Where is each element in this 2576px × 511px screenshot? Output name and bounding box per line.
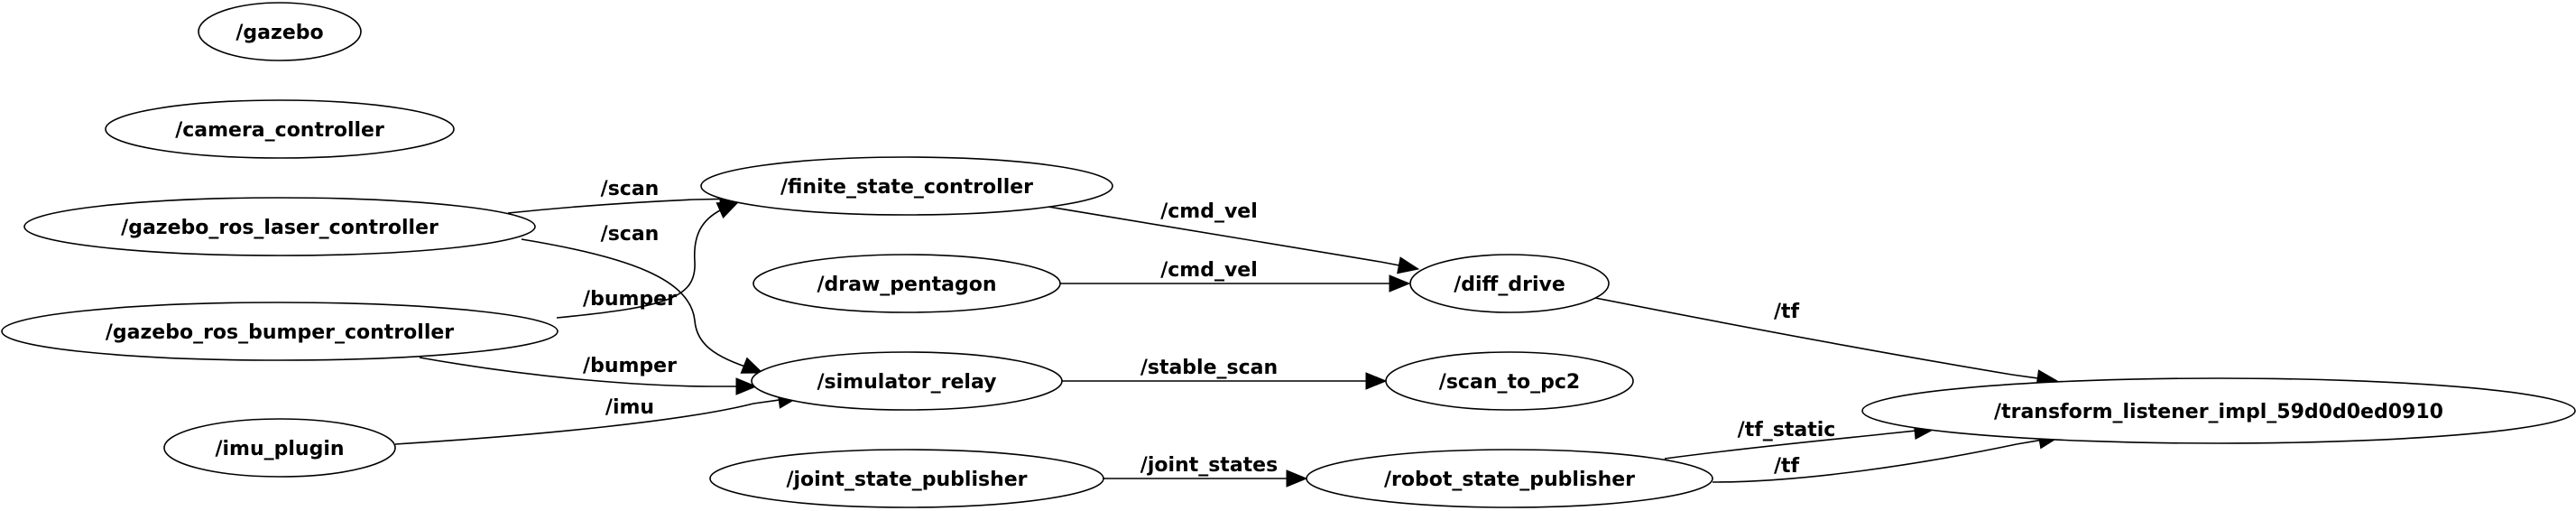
edge-diff-tl: /tf xyxy=(1594,297,2059,387)
edge-line-tail xyxy=(1380,261,1399,266)
edge-line xyxy=(507,199,696,214)
node-ellipse[interactable] xyxy=(1409,254,1610,313)
edge-label: /tf_static xyxy=(1738,419,1836,441)
edge-label: /cmd_vel xyxy=(1160,259,1258,282)
node-ellipse[interactable] xyxy=(23,197,536,256)
node-label: /draw_pentagon xyxy=(817,274,996,296)
node-label: /joint_state_publisher xyxy=(786,469,1027,491)
node-finite-state-controller[interactable]: /finite_state_controller xyxy=(700,156,1113,216)
node-label: /transform_listener_impl_59d0d0ed0910 xyxy=(1994,401,2443,423)
edge-line xyxy=(1712,443,2017,483)
edge-jsp-rsp: /joint_states xyxy=(1103,454,1308,488)
node-ellipse[interactable] xyxy=(752,254,1061,313)
edge-line xyxy=(1664,432,1891,460)
edge-label: /tf xyxy=(1774,301,1800,323)
edge-label: /cmd_vel xyxy=(1160,200,1258,223)
node-ellipse[interactable] xyxy=(1385,351,1634,411)
node-ellipse[interactable] xyxy=(709,449,1104,508)
node-scan-to-pc2[interactable]: /scan_to_pc2 xyxy=(1385,351,1634,411)
arrowhead-icon xyxy=(1397,256,1420,274)
edge-line xyxy=(1048,206,1381,263)
node-gazebo-ros-bumper-controller[interactable]: /gazebo_ros_bumper_controller xyxy=(1,302,559,361)
arrowhead-icon xyxy=(735,377,758,395)
arrowhead-icon xyxy=(716,201,740,219)
edges-layer: /scan/scan/bumper/bumper/imu/cmd_vel/cmd… xyxy=(394,178,2061,488)
node-ellipse[interactable] xyxy=(198,2,362,61)
node-ellipse[interactable] xyxy=(105,99,455,159)
edge-label: /stable_scan xyxy=(1140,357,1278,379)
node-robot-state-publisher[interactable]: /robot_state_publisher xyxy=(1306,449,1713,508)
arrowhead-icon xyxy=(1286,469,1308,488)
node-ellipse[interactable] xyxy=(1861,377,2576,444)
node-label: /gazebo_ros_bumper_controller xyxy=(106,321,454,344)
edge-line xyxy=(556,209,723,319)
node-draw-pentagon[interactable]: /draw_pentagon xyxy=(752,254,1061,313)
edge-line-tail xyxy=(1889,430,1916,434)
node-ellipse[interactable] xyxy=(1,302,559,361)
edge-line-tail xyxy=(2016,439,2040,445)
edge-label: /imu xyxy=(605,396,654,419)
edge-label: /scan xyxy=(601,223,660,246)
arrowhead-icon xyxy=(1389,274,1411,293)
edge-pentagon-diff: /cmd_vel xyxy=(1060,259,1411,293)
node-label: /imu_plugin xyxy=(215,438,344,460)
node-label: /simulator_relay xyxy=(817,371,997,394)
edge-label: /tf xyxy=(1774,455,1800,478)
edge-fsc-diff: /cmd_vel xyxy=(1048,200,1420,274)
node-ellipse[interactable] xyxy=(700,156,1113,216)
edge-imu-relay: /imu xyxy=(394,391,800,445)
node-ellipse[interactable] xyxy=(163,418,396,478)
edge-line-tail xyxy=(752,399,780,404)
node-label: /gazebo_ros_laser_controller xyxy=(121,217,439,239)
edge-label: /bumper xyxy=(583,288,677,311)
arrowhead-icon xyxy=(1365,372,1388,390)
node-ellipse[interactable] xyxy=(1306,449,1713,508)
node-diff-drive[interactable]: /diff_drive xyxy=(1409,254,1610,313)
node-gazebo[interactable]: /gazebo xyxy=(198,2,362,61)
edge-bumper-fsc: /bumper xyxy=(556,201,740,319)
edge-line-tail xyxy=(2011,374,2038,379)
node-label: /robot_state_publisher xyxy=(1384,469,1635,491)
edge-label: /bumper xyxy=(583,355,677,377)
node-label: /scan_to_pc2 xyxy=(1439,371,1580,394)
edge-line xyxy=(521,238,754,370)
edge-laser-relay: /scan xyxy=(521,223,764,374)
node-simulator-relay[interactable]: /simulator_relay xyxy=(751,351,1063,411)
edge-bumper-relay: /bumper xyxy=(419,355,758,395)
node-label: /gazebo xyxy=(235,22,323,44)
node-label: /finite_state_controller xyxy=(780,176,1033,199)
edge-line xyxy=(419,357,714,387)
edge-label: /joint_states xyxy=(1140,454,1278,477)
node-ellipse[interactable] xyxy=(751,351,1063,411)
node-label: /diff_drive xyxy=(1454,274,1565,296)
edge-line xyxy=(1594,297,2013,376)
edge-line-tail xyxy=(694,198,721,200)
node-camera-controller[interactable]: /camera_controller xyxy=(105,99,455,159)
node-transform-listener[interactable]: /transform_listener_impl_59d0d0ed0910 xyxy=(1861,377,2576,444)
node-label: /camera_controller xyxy=(175,119,384,142)
edge-relay-pc2: /stable_scan xyxy=(1062,357,1388,390)
node-imu-plugin[interactable]: /imu_plugin xyxy=(163,418,396,478)
edge-label: /scan xyxy=(601,178,660,200)
node-joint-state-publisher[interactable]: /joint_state_publisher xyxy=(709,449,1104,508)
arrowhead-icon xyxy=(740,357,764,374)
edge-line xyxy=(394,403,754,445)
node-gazebo-ros-laser-controller[interactable]: /gazebo_ros_laser_controller xyxy=(23,197,536,256)
